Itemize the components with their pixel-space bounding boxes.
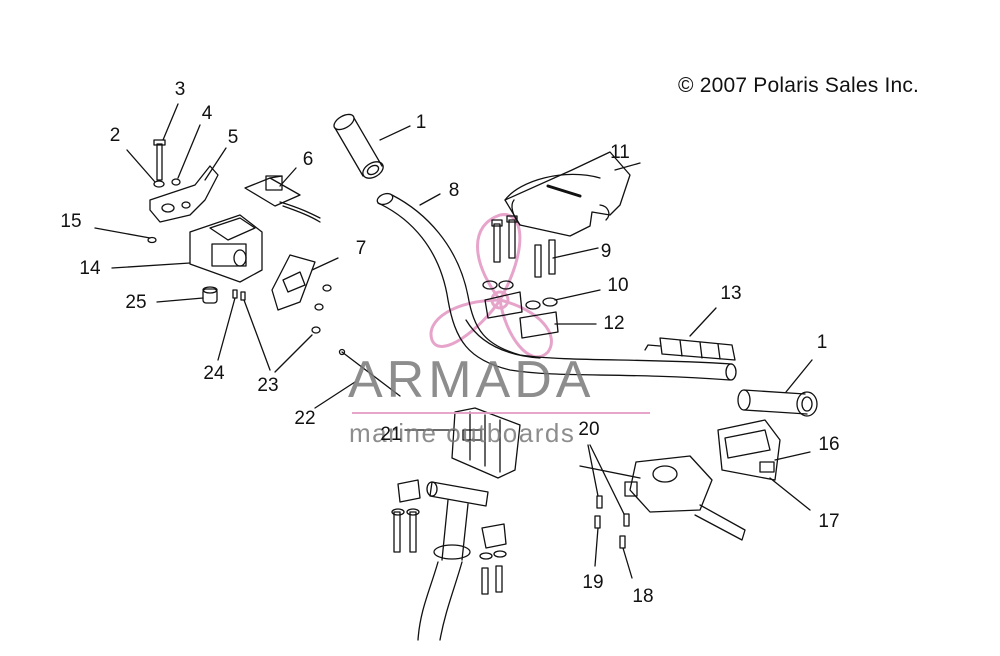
leader-20a: [587, 444, 599, 497]
part-13-grip: [645, 338, 735, 360]
part-11-bar-pad: [505, 152, 630, 236]
part-2-5-bracket: [148, 140, 218, 243]
leader-20b: [589, 444, 625, 515]
part-6-switch: [245, 176, 320, 222]
leader-23a: [243, 299, 271, 371]
callout-4: 4: [201, 103, 213, 124]
part-24-23-screws: [233, 285, 331, 333]
part-14-housing: [190, 215, 262, 282]
leader-4: [177, 124, 201, 179]
callout-9: 9: [600, 241, 612, 262]
callout-12: 12: [603, 313, 625, 334]
leader-8: [419, 193, 441, 206]
callout-16: 16: [818, 434, 840, 455]
callout-5: 5: [227, 127, 239, 148]
part-1-grip-tube-left: [331, 111, 386, 181]
leader-18: [622, 547, 633, 579]
leader-11: [614, 162, 641, 171]
leader-19: [594, 527, 599, 567]
callout-7: 7: [355, 238, 367, 259]
part-16-17-brake-cover: [718, 420, 780, 480]
callout-19: 19: [582, 572, 604, 593]
leader-9: [552, 247, 599, 259]
leader-13: [689, 307, 717, 337]
leader-3: [162, 103, 179, 141]
watermark-subtitle: marine outboards: [349, 418, 576, 448]
callout-20: 20: [578, 419, 600, 440]
part-22-cable-end: [340, 350, 401, 397]
callout-25: 25: [125, 292, 147, 313]
part-21-mount-block: [452, 408, 520, 478]
leader-2: [126, 149, 156, 183]
leader-1b: [785, 359, 813, 393]
callout-3: 3: [174, 79, 186, 100]
part-brake-lever-assembly: [580, 456, 745, 540]
leader-1a: [379, 125, 411, 141]
part-1-grip-tube-right: [738, 390, 817, 416]
leader-10: [554, 289, 601, 301]
leader-23b: [274, 334, 313, 373]
callout-17: 17: [818, 511, 840, 532]
part-25-plug: [203, 287, 217, 303]
part-8-handlebar: [376, 192, 736, 380]
leader-25: [156, 297, 204, 303]
watermark-brand: ARMADA: [348, 351, 595, 409]
leader-22: [314, 381, 356, 409]
leader-16: [774, 451, 811, 461]
callout-13: 13: [720, 283, 742, 304]
copyright-notice: © 2007 Polaris Sales Inc.: [678, 74, 920, 97]
callout-18: 18: [632, 586, 654, 607]
callout-14: 14: [79, 258, 101, 279]
callout-10: 10: [607, 275, 629, 296]
callout-15: 15: [60, 211, 82, 232]
leader-17: [769, 477, 811, 511]
callout-24: 24: [203, 363, 225, 384]
callout-21: 21: [380, 424, 402, 445]
leader-6: [279, 167, 297, 187]
callout-1-right: 1: [816, 332, 828, 353]
callout-1-top: 1: [415, 112, 427, 133]
leader-7: [311, 257, 339, 271]
callout-22: 22: [294, 408, 316, 429]
leader-5: [204, 147, 227, 181]
part-18-19-20-screws: [595, 496, 629, 548]
leader-24: [217, 297, 236, 361]
callout-2: 2: [109, 125, 121, 146]
leader-14: [111, 262, 191, 269]
callout-11: 11: [610, 142, 630, 163]
watermark-rule: [352, 412, 650, 414]
callout-8: 8: [448, 180, 460, 201]
part-9-10-12-clamp-set: [483, 216, 558, 338]
callout-23: 23: [257, 375, 279, 396]
part-riser-assembly: [392, 480, 506, 640]
leader-15: [94, 227, 151, 239]
callout-6: 6: [302, 149, 314, 170]
part-7-switch-plate: [272, 255, 315, 310]
